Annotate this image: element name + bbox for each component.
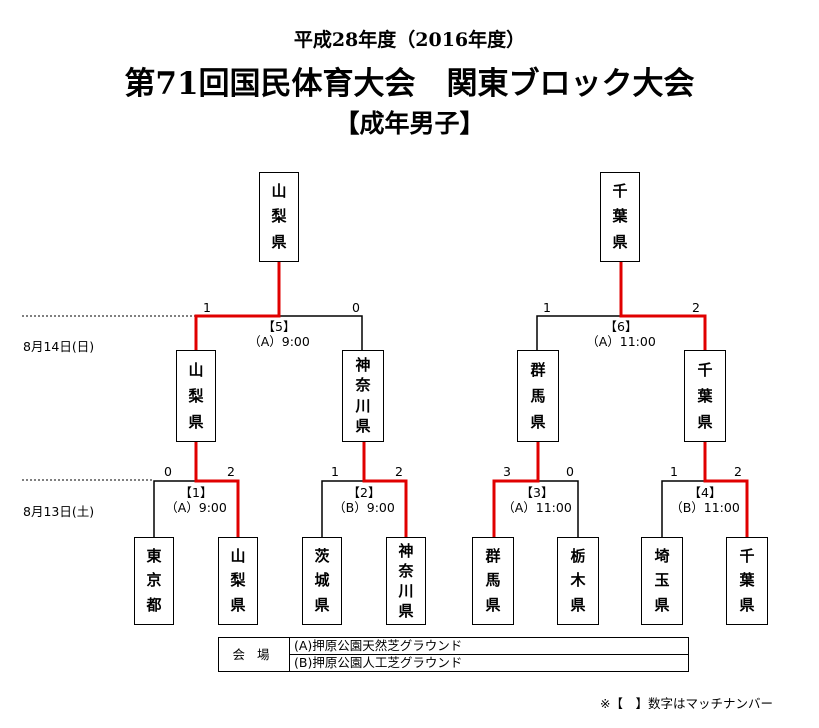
- team-box-r1-7: 埼玉県: [641, 537, 683, 625]
- connector-m1-left: [153, 480, 196, 537]
- score-m2-right: 2: [395, 464, 403, 479]
- match-time-m4: （B）11:00: [670, 500, 740, 515]
- match-label-m4: 【4】 （B）11:00: [663, 485, 747, 515]
- match-number-m2: 【2】: [347, 485, 381, 500]
- team-box-r2-4: 千葉県: [684, 350, 726, 442]
- match-label-m5: 【5】 （A）9:00: [239, 319, 319, 349]
- team-box-r1-3: 茨城県: [302, 537, 342, 625]
- match-number-m5: 【5】: [262, 319, 296, 334]
- match-number-m4: 【4】: [688, 485, 722, 500]
- date-label-day1: 8月13日(土): [23, 504, 95, 519]
- match-number-m1: 【1】: [179, 485, 213, 500]
- venue-b: (B)押原公園人工芝グラウンド: [289, 654, 689, 672]
- team-box-r3-2: 千葉県: [600, 172, 640, 262]
- match-number-note: ※【 】数字はマッチナンバー: [600, 696, 773, 711]
- score-m6-left: 1: [543, 300, 551, 315]
- team-box-r2-3: 群馬県: [517, 350, 559, 442]
- team-box-r1-2: 山梨県: [218, 537, 258, 625]
- title-year: 平成28年度（2016年度）: [293, 29, 526, 51]
- team-box-r1-4: 神奈川県: [386, 537, 426, 625]
- match-label-m1: 【1】 （A）9:00: [156, 485, 236, 515]
- team-box-r3-1: 山梨県: [259, 172, 299, 262]
- winner-path-m2: [362, 442, 408, 537]
- title-category: 【成年男子】: [334, 109, 485, 138]
- match-time-m5: （A）9:00: [248, 334, 310, 349]
- team-box-r1-8: 千葉県: [726, 537, 768, 625]
- score-m3-left: 3: [503, 464, 511, 479]
- winner-path-m5: [194, 262, 281, 350]
- team-box-r1-5: 群馬県: [472, 537, 514, 625]
- team-box-r2-2: 神奈川県: [342, 350, 384, 442]
- venue-table: 会場 (A)押原公園天然芝グラウンド (B)押原公園人工芝グラウンド: [218, 637, 689, 672]
- connector-m3-right: [538, 480, 579, 537]
- title-tournament: 第71回国民体育大会 関東ブロック大会: [124, 66, 695, 102]
- team-box-r2-1: 山梨県: [176, 350, 216, 442]
- score-m5-right: 0: [352, 300, 360, 315]
- score-m2-left: 1: [331, 464, 339, 479]
- connector-m4-left: [661, 480, 705, 537]
- match-time-m6: （A）11:00: [586, 334, 656, 349]
- connector-m6-left: [536, 315, 621, 350]
- match-label-m6: 【6】 （A）11:00: [579, 319, 663, 349]
- match-label-m3: 【3】 （A）11:00: [495, 485, 579, 515]
- team-box-r1-6: 栃木県: [557, 537, 599, 625]
- match-time-m3: （A）11:00: [502, 500, 572, 515]
- match-number-m3: 【3】: [520, 485, 554, 500]
- match-label-m2: 【2】 （B）9:00: [324, 485, 404, 515]
- match-time-m2: （B）9:00: [333, 500, 395, 515]
- score-m5-left: 1: [203, 300, 211, 315]
- score-m3-right: 0: [566, 464, 574, 479]
- match-number-m6: 【6】: [604, 319, 638, 334]
- score-m6-right: 2: [692, 300, 700, 315]
- winner-path-m4: [703, 442, 749, 537]
- score-m1-right: 2: [227, 464, 235, 479]
- winner-path-m6: [619, 262, 707, 350]
- venue-header: 会場: [218, 637, 290, 672]
- connector-m5-right: [279, 315, 363, 350]
- connector-m2-left: [321, 480, 364, 537]
- score-m4-right: 2: [734, 464, 742, 479]
- team-box-r1-1: 東京都: [134, 537, 174, 625]
- winner-path-m3: [492, 442, 540, 537]
- winner-path-m1: [194, 442, 240, 537]
- date-label-day2: 8月14日(日): [23, 339, 95, 354]
- score-m1-left: 0: [164, 464, 172, 479]
- match-time-m1: （A）9:00: [165, 500, 227, 515]
- score-m4-left: 1: [670, 464, 678, 479]
- venue-a: (A)押原公園天然芝グラウンド: [289, 637, 689, 655]
